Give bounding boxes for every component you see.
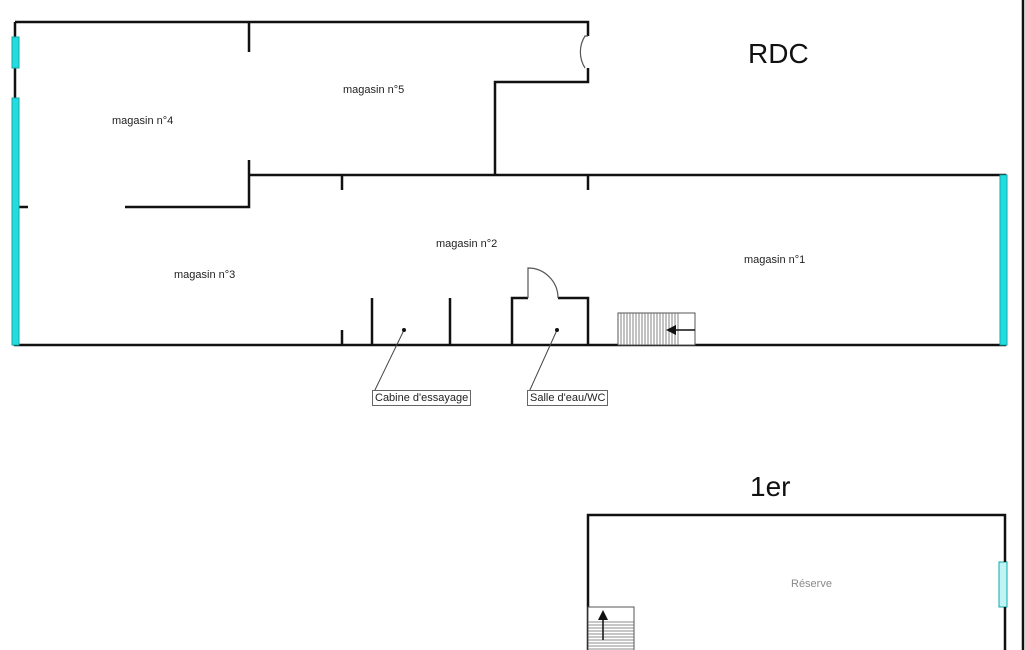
- first-floor-title: 1er: [750, 471, 791, 502]
- room-label-magasin-1: magasin n°1: [744, 254, 806, 266]
- staircase-first: [587, 606, 635, 650]
- room-label-magasin-3: magasin n°3: [174, 269, 236, 281]
- room-label-reserve: Réserve: [791, 578, 832, 590]
- staircase-ground: [617, 312, 696, 346]
- room-label-magasin-5: magasin n°5: [343, 84, 405, 96]
- callout-leaders: [373, 329, 558, 393]
- callout-dot: [555, 328, 559, 332]
- ground-floor-walls: [13, 20, 1007, 347]
- callout-dot: [402, 328, 406, 332]
- room-label-magasin-4: magasin n°4: [112, 115, 174, 127]
- first-floor-walls: [586, 0, 1025, 650]
- callout-bathroom: Salle d'eau/WC: [527, 390, 609, 406]
- ground-floor-title: RDC: [748, 38, 809, 69]
- callout-fitting-room: Cabine d'essayage: [372, 390, 472, 406]
- room-label-magasin-2: magasin n°2: [436, 238, 498, 250]
- windows: [11, 36, 1008, 608]
- door-swings: [527, 35, 588, 299]
